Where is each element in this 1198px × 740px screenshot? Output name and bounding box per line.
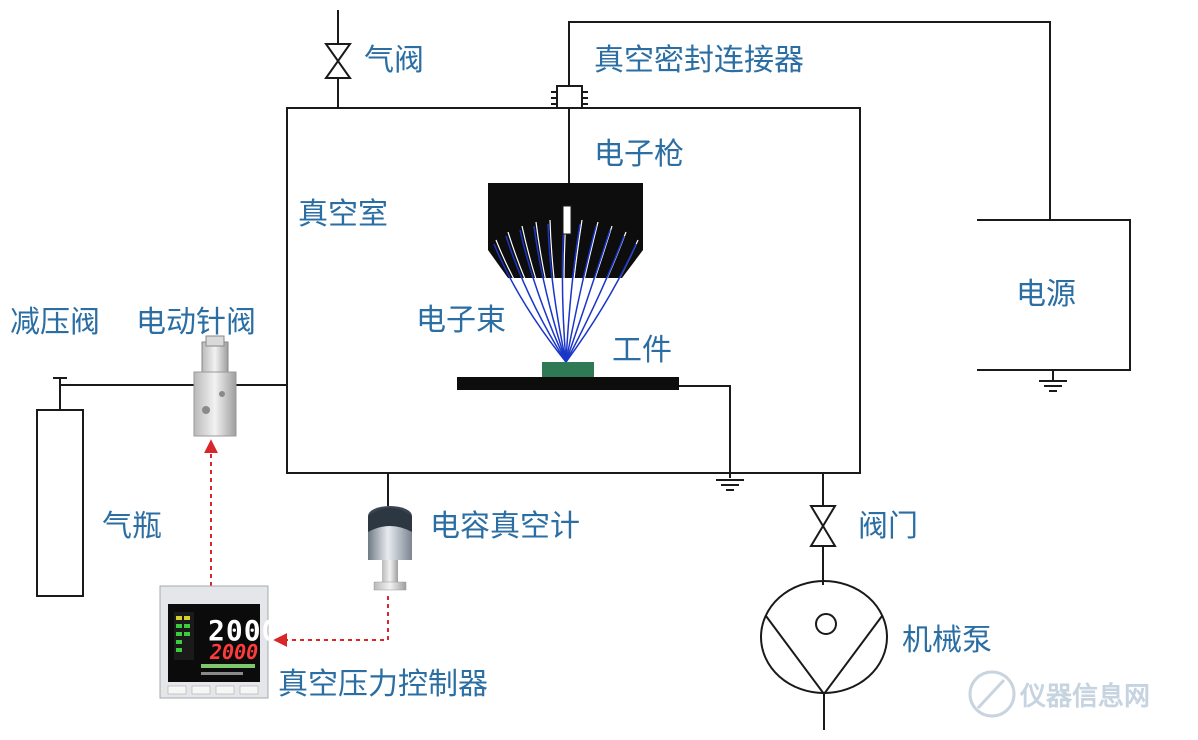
- workpiece-block: [542, 362, 594, 378]
- label-valve: 阀门: [858, 509, 918, 544]
- label-capacitance-gauge: 电容真空计: [430, 509, 580, 544]
- pressure-controller-device: [159, 585, 269, 699]
- label-mechanical-pump: 机械泵: [902, 623, 992, 658]
- label-electron-gun: 电子枪: [594, 137, 684, 172]
- label-workpiece: 工件: [612, 333, 672, 368]
- gas-supply-line: [53, 377, 287, 410]
- mechanical-pump-symbol: [760, 580, 888, 730]
- label-pressure-controller: 真空压力控制器: [278, 667, 488, 702]
- label-electron-beam: 电子束: [416, 303, 506, 338]
- label-gas-valve: 气阀: [364, 43, 424, 78]
- gas-valve-symbol: [324, 10, 352, 108]
- label-vacuum-chamber: 真空室: [298, 197, 388, 232]
- electron-beam-lines: [493, 221, 637, 363]
- workpiece-stage: [457, 377, 679, 390]
- label-power-supply: 电源: [1016, 277, 1076, 312]
- vacuum-chamber-box: [286, 107, 861, 474]
- label-pressure-reducer: 减压阀: [10, 305, 100, 340]
- pump-line-valve: [809, 473, 837, 585]
- watermark-text: 仪器信息网: [1020, 682, 1151, 712]
- vacuum-connector-symbol: [551, 21, 1051, 220]
- controller-sv-readout: 2000: [210, 640, 259, 664]
- needle-valve-device: [193, 335, 237, 437]
- capacitance-gauge-device: [368, 506, 412, 591]
- power-supply-box: [977, 219, 1131, 392]
- label-needle-valve: 电动针阀: [136, 305, 256, 340]
- signal-arrows: [204, 439, 389, 647]
- stage-ground-wire: [679, 385, 744, 491]
- gas-cylinder-body: [36, 409, 84, 597]
- electron-gun-cathode: [562, 205, 572, 235]
- controller-pv-readout: 2000: [208, 614, 280, 647]
- label-vacuum-connector: 真空密封连接器: [594, 43, 804, 78]
- label-gas-cylinder: 气瓶: [102, 509, 162, 544]
- watermark-logo-icon: [968, 670, 1016, 718]
